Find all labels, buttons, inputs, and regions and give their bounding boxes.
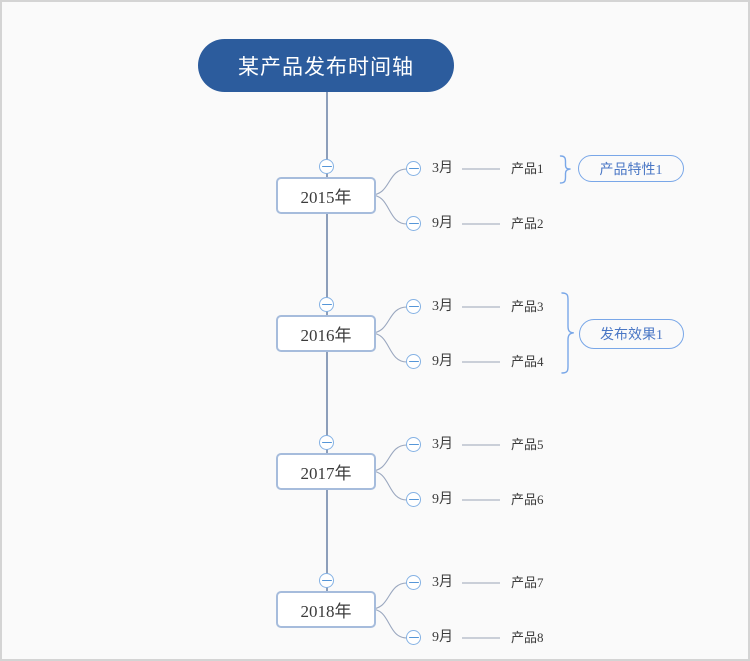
branch-curve bbox=[370, 194, 408, 225]
callout-brace-small bbox=[559, 155, 571, 184]
product-topic-0-1[interactable]: 产品2 bbox=[511, 216, 544, 231]
product-topic-0-0[interactable]: 产品1 bbox=[511, 161, 544, 176]
collapse-icon-year-3[interactable] bbox=[319, 573, 334, 588]
product-topic-3-0[interactable]: 产品7 bbox=[511, 575, 544, 590]
product-topic-2-1[interactable]: 产品6 bbox=[511, 492, 544, 507]
month-topic-3-0[interactable]: 3月 bbox=[432, 575, 453, 590]
collapse-icon-month-0-1[interactable] bbox=[406, 216, 421, 231]
year-topic-1[interactable]: 2016年 bbox=[276, 315, 376, 352]
month-topic-0-0[interactable]: 3月 bbox=[432, 161, 453, 176]
month-topic-0-1[interactable]: 9月 bbox=[432, 216, 453, 231]
collapse-icon-month-2-1[interactable] bbox=[406, 492, 421, 507]
collapse-icon-month-2-0[interactable] bbox=[406, 437, 421, 452]
collapse-icon-month-3-0[interactable] bbox=[406, 575, 421, 590]
branch-curve bbox=[370, 582, 408, 610]
callout-pill-0[interactable]: 产品特性1 bbox=[578, 155, 684, 182]
product-topic-2-0[interactable]: 产品5 bbox=[511, 437, 544, 452]
collapse-icon-year-2[interactable] bbox=[319, 435, 334, 450]
branch-curve bbox=[370, 332, 408, 363]
branch-curve bbox=[370, 608, 408, 639]
month-topic-3-1[interactable]: 9月 bbox=[432, 630, 453, 645]
root-topic[interactable]: 某产品发布时间轴 bbox=[198, 39, 454, 92]
callout-pill-1[interactable]: 发布效果1 bbox=[579, 319, 684, 349]
branch-curve bbox=[370, 168, 408, 196]
collapse-icon-month-1-0[interactable] bbox=[406, 299, 421, 314]
month-topic-1-1[interactable]: 9月 bbox=[432, 354, 453, 369]
branch-curve bbox=[370, 306, 408, 334]
branch-curve bbox=[370, 444, 408, 472]
collapse-icon-month-3-1[interactable] bbox=[406, 630, 421, 645]
collapse-icon-month-1-1[interactable] bbox=[406, 354, 421, 369]
branch-curve bbox=[370, 470, 408, 501]
callout-brace-large bbox=[561, 292, 574, 374]
month-topic-2-0[interactable]: 3月 bbox=[432, 437, 453, 452]
product-topic-1-0[interactable]: 产品3 bbox=[511, 299, 544, 314]
month-topic-2-1[interactable]: 9月 bbox=[432, 492, 453, 507]
product-topic-1-1[interactable]: 产品4 bbox=[511, 354, 544, 369]
year-topic-2[interactable]: 2017年 bbox=[276, 453, 376, 490]
collapse-icon-year-1[interactable] bbox=[319, 297, 334, 312]
year-topic-0[interactable]: 2015年 bbox=[276, 177, 376, 214]
collapse-icon-year-0[interactable] bbox=[319, 159, 334, 174]
product-topic-3-1[interactable]: 产品8 bbox=[511, 630, 544, 645]
month-topic-1-0[interactable]: 3月 bbox=[432, 299, 453, 314]
collapse-icon-month-0-0[interactable] bbox=[406, 161, 421, 176]
year-topic-3[interactable]: 2018年 bbox=[276, 591, 376, 628]
